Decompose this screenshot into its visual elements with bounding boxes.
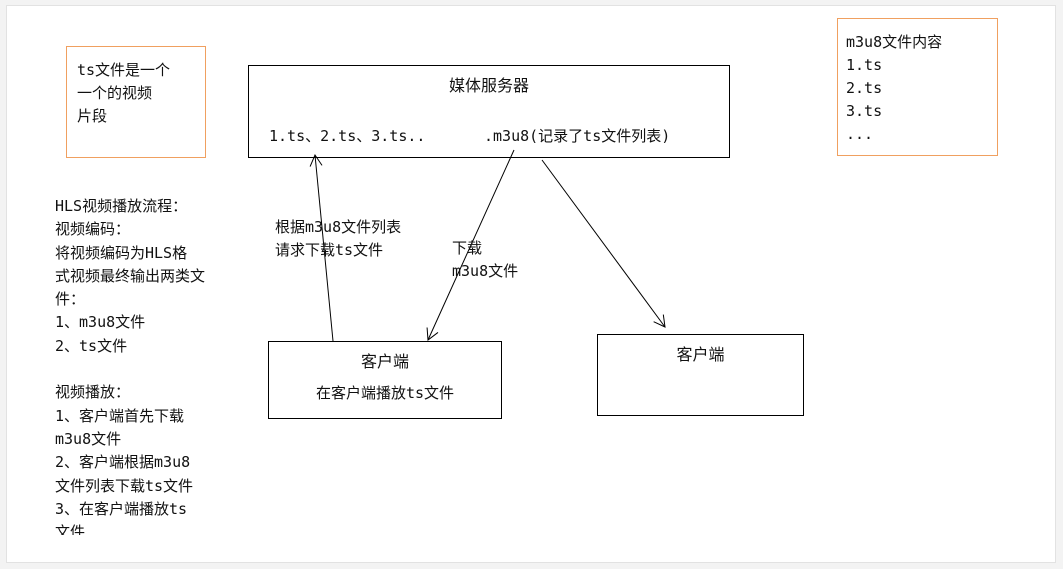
request-ts-label: 根据m3u8文件列表 请求下载ts文件: [275, 218, 402, 259]
client-box-left: 客户端 在客户端播放ts文件: [268, 341, 502, 419]
client-left-title: 客户端: [360, 352, 409, 371]
ts-note-box: ts文件是一个 一个的视频 片段: [66, 46, 206, 158]
hls-flow-text: HLS视频播放流程： 视频编码： 将视频编码为HLS格 式视频最终输出两类文 件…: [55, 197, 206, 535]
hls-flow-notes: HLS视频播放流程： 视频编码： 将视频编码为HLS格 式视频最终输出两类文 件…: [55, 195, 255, 535]
client-left-desc: 在客户端播放ts文件: [315, 384, 455, 402]
client-box-right: 客户端: [597, 334, 804, 416]
m3u8-content-box: m3u8文件内容 1.ts 2.ts 3.ts ...: [837, 18, 998, 156]
download-m3u8-label: 下载 m3u8文件: [452, 239, 519, 280]
download-m3u8-arrow: [426, 149, 515, 341]
m3u8-description: .m3u8(记录了ts文件列表): [484, 127, 671, 145]
media-server-title: 媒体服务器: [448, 76, 529, 95]
ts-note-text: ts文件是一个 一个的视频 片段: [77, 61, 171, 125]
m3u8-content-text: m3u8文件内容 1.ts 2.ts 3.ts ...: [846, 33, 943, 143]
server-to-client-arrow: [541, 159, 666, 328]
ts-files-label: 1.ts、2.ts、3.ts..: [269, 127, 426, 145]
request-ts-arrow: [309, 153, 334, 342]
media-server-box: 媒体服务器 1.ts、2.ts、3.ts.. .m3u8(记录了ts文件列表): [248, 65, 730, 158]
client-right-title: 客户端: [676, 345, 725, 364]
